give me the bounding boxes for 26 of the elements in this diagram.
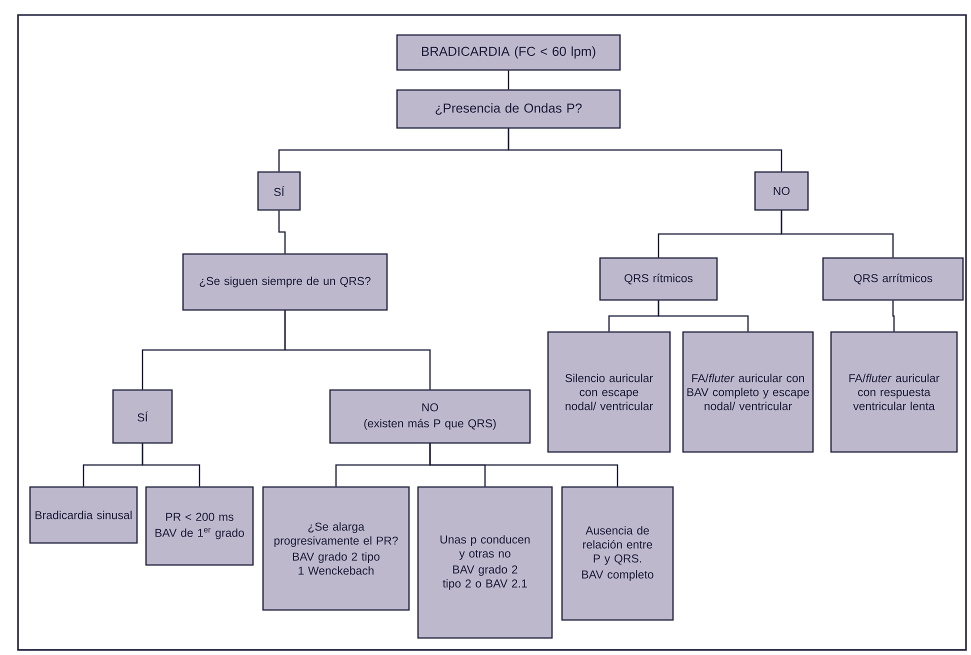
connector xyxy=(142,444,200,486)
result-box: ¿Se alarga progresivamente el PR? BAV grado 2 tipo 1 Wenckebach xyxy=(262,486,410,611)
connector xyxy=(508,70,510,90)
connector xyxy=(658,300,749,332)
decision-box: NO (existen más P que QRS) xyxy=(329,389,531,444)
connector xyxy=(892,300,895,332)
connector xyxy=(508,128,782,172)
decision-box: FA/fluter auricular con respuesta ventricular lenta xyxy=(830,331,958,453)
connector xyxy=(278,210,286,254)
result-box: PR < 200 ms BAV de 1$^{er}$ grado xyxy=(145,486,254,566)
decision-box: SÍ xyxy=(257,171,301,211)
question-box: ¿Se siguen siempre de un QRS? xyxy=(182,253,388,311)
decision-box: QRS rítmicos xyxy=(599,257,718,301)
decision-box: NO xyxy=(754,171,809,211)
result-box: Unas p conducen y otras no BAV grado 2 tipo 2 o BAV 2.1 xyxy=(417,486,553,639)
connector xyxy=(429,444,618,486)
connector xyxy=(284,310,431,390)
decision-box: Silencio auricular con escape nodal/ ventricular xyxy=(547,331,671,453)
question-box: ¿Presencia de Ondas P? xyxy=(396,89,621,129)
title-box: BRADICARDIA (FC < 60 lpm) xyxy=(396,34,621,71)
result-box: Ausencia de relación entre P y QRS. BAV completo xyxy=(561,486,674,621)
decision-box: QRS arrítmicos xyxy=(822,257,964,301)
decision-box: SÍ xyxy=(112,389,173,444)
result-box: Bradicardia sinusal xyxy=(29,486,138,544)
connector xyxy=(780,210,894,258)
decision-box: FA/fluter auricular con BAV completo y escape nodal/ ventricular xyxy=(682,331,814,453)
